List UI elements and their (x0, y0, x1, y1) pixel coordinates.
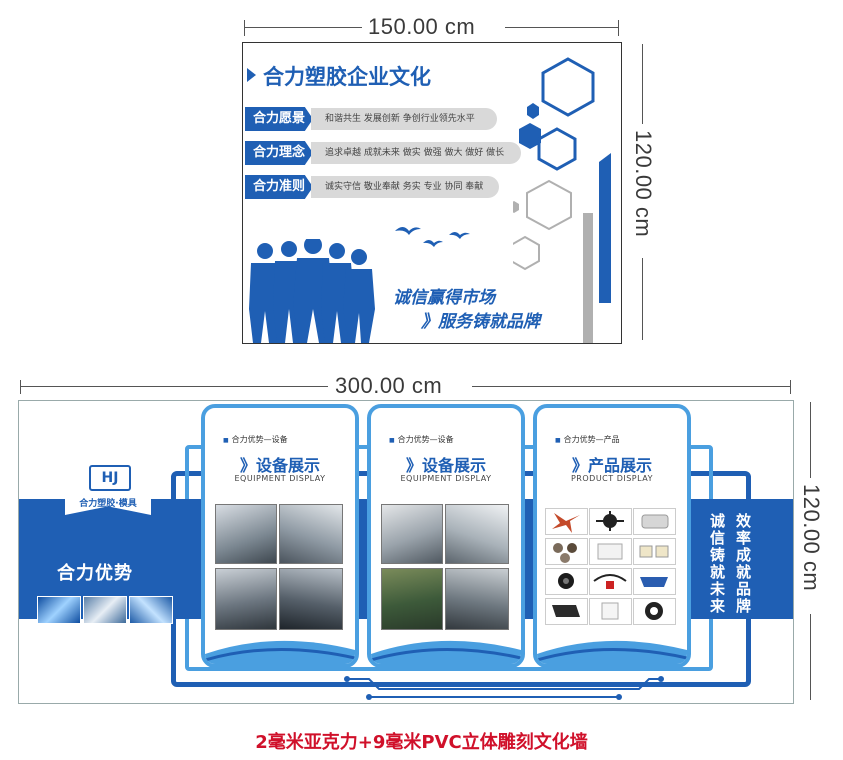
product-photo (589, 598, 632, 625)
culture-wall-bottom: HJ 合力塑胶·模具 合力优势 合力优势—设备 》设备展示 EQUIPMENT … (18, 400, 794, 704)
product-photo (589, 538, 632, 565)
card-2-english: EQUIPMENT DISPLAY (400, 474, 492, 483)
thumb-2 (83, 596, 127, 624)
top-width-tick-left (244, 20, 245, 36)
card-wave (205, 640, 355, 664)
idea-text: 追求卓越 成就未来 做实 做强 做大 做好 做长 (311, 142, 521, 164)
card-3-subtitle: 合力优势—产品 (555, 434, 620, 445)
top-width-line-left (244, 27, 362, 28)
card-2-subtitle: 合力优势—设备 (389, 434, 454, 445)
equipment-photo (215, 568, 277, 630)
product-photo (633, 568, 676, 595)
top-height-line-top (642, 44, 643, 124)
bottom-width-tick-right (790, 380, 791, 394)
product-photo (589, 508, 632, 535)
slogan-market: 诚信赢得市场 (393, 288, 495, 308)
card-1-english: EQUIPMENT DISPLAY (234, 474, 326, 483)
material-caption: 2毫米亚克力+9毫米PVC立体雕刻文化墙 (255, 732, 588, 753)
equipment-photo (279, 504, 343, 564)
card-1-subtitle: 合力优势—设备 (223, 434, 288, 445)
bottom-height-line-bottom (810, 614, 811, 700)
culture-panel-top: 合力塑胶企业文化 合力愿景 和谐共生 发展创新 争创行业领先水平 合力理念 追求… (242, 42, 622, 344)
top-width-label: 150.00 cm (368, 14, 476, 39)
bottom-height-line-top (810, 402, 811, 478)
top-title: 合力塑胶企业文化 (263, 65, 431, 89)
rule-text: 诚实守信 敬业奉献 务实 专业 协同 奉献 (311, 176, 499, 198)
product-photo (545, 538, 588, 565)
top-height-line-bottom (642, 258, 643, 340)
card-2-title: 》设备展示 (405, 456, 486, 475)
bottom-width-tick-left (20, 380, 21, 394)
top-width-line-right (505, 27, 618, 28)
equipment-photo (445, 504, 509, 564)
equipment-card-1: 合力优势—设备 》设备展示 EQUIPMENT DISPLAY (201, 404, 359, 668)
hexagon-decoration (513, 57, 595, 271)
top-width-tick-right (618, 20, 619, 36)
product-card: 合力优势—产品 》产品展示 PRODUCT DISPLAY (533, 404, 691, 668)
equipment-photo (381, 568, 443, 630)
top-height-label: 120.00 cm (631, 130, 656, 238)
product-photo (633, 598, 676, 625)
slogan-brand: 》服务铸就品牌 (421, 312, 540, 332)
card-wave (371, 640, 521, 664)
card-1-title: 》设备展示 (239, 456, 320, 475)
product-photo (545, 568, 588, 595)
logo-text: 合力塑胶·模具 (79, 499, 137, 509)
product-photo (545, 598, 588, 625)
vertical-bar-blue (599, 153, 611, 303)
thumb-1 (37, 596, 81, 624)
logo-flag (65, 453, 151, 515)
equipment-card-2: 合力优势—设备 》设备展示 EQUIPMENT DISPLAY (367, 404, 525, 668)
vertical-bar-gray (583, 213, 593, 343)
product-photo (589, 568, 632, 595)
slogan-future: 诚信铸就未来 (708, 513, 726, 615)
bottom-height-label: 120.00 cm (799, 484, 824, 592)
product-photo (633, 508, 676, 535)
bottom-width-label: 300.00 cm (335, 373, 443, 398)
title-arrow-icon (247, 68, 256, 82)
thumb-3 (129, 596, 173, 624)
birds-icon (395, 227, 470, 247)
vision-text: 和谐共生 发展创新 争创行业领先水平 (311, 108, 497, 130)
bottom-width-line-right (472, 386, 790, 387)
card-wave (537, 640, 687, 664)
advantage-title: 合力优势 (57, 563, 133, 584)
equipment-photo (381, 504, 443, 564)
bottom-width-line-left (20, 386, 328, 387)
card-3-title: 》产品展示 (571, 456, 652, 475)
equipment-photo (445, 568, 509, 630)
logo-mark: HJ (89, 465, 131, 491)
equipment-photo (279, 568, 343, 630)
card-3-english: PRODUCT DISPLAY (570, 474, 653, 483)
rule-tag: 合力准则 (245, 175, 313, 199)
circuit-lines (344, 676, 664, 700)
equipment-photo (215, 504, 277, 564)
vision-tag: 合力愿景 (245, 107, 313, 131)
product-photo (633, 538, 676, 565)
idea-tag: 合力理念 (245, 141, 313, 165)
business-people-silhouette (249, 239, 375, 343)
product-photo (545, 508, 588, 535)
slogan-efficiency: 效率成就品牌 (734, 513, 752, 615)
